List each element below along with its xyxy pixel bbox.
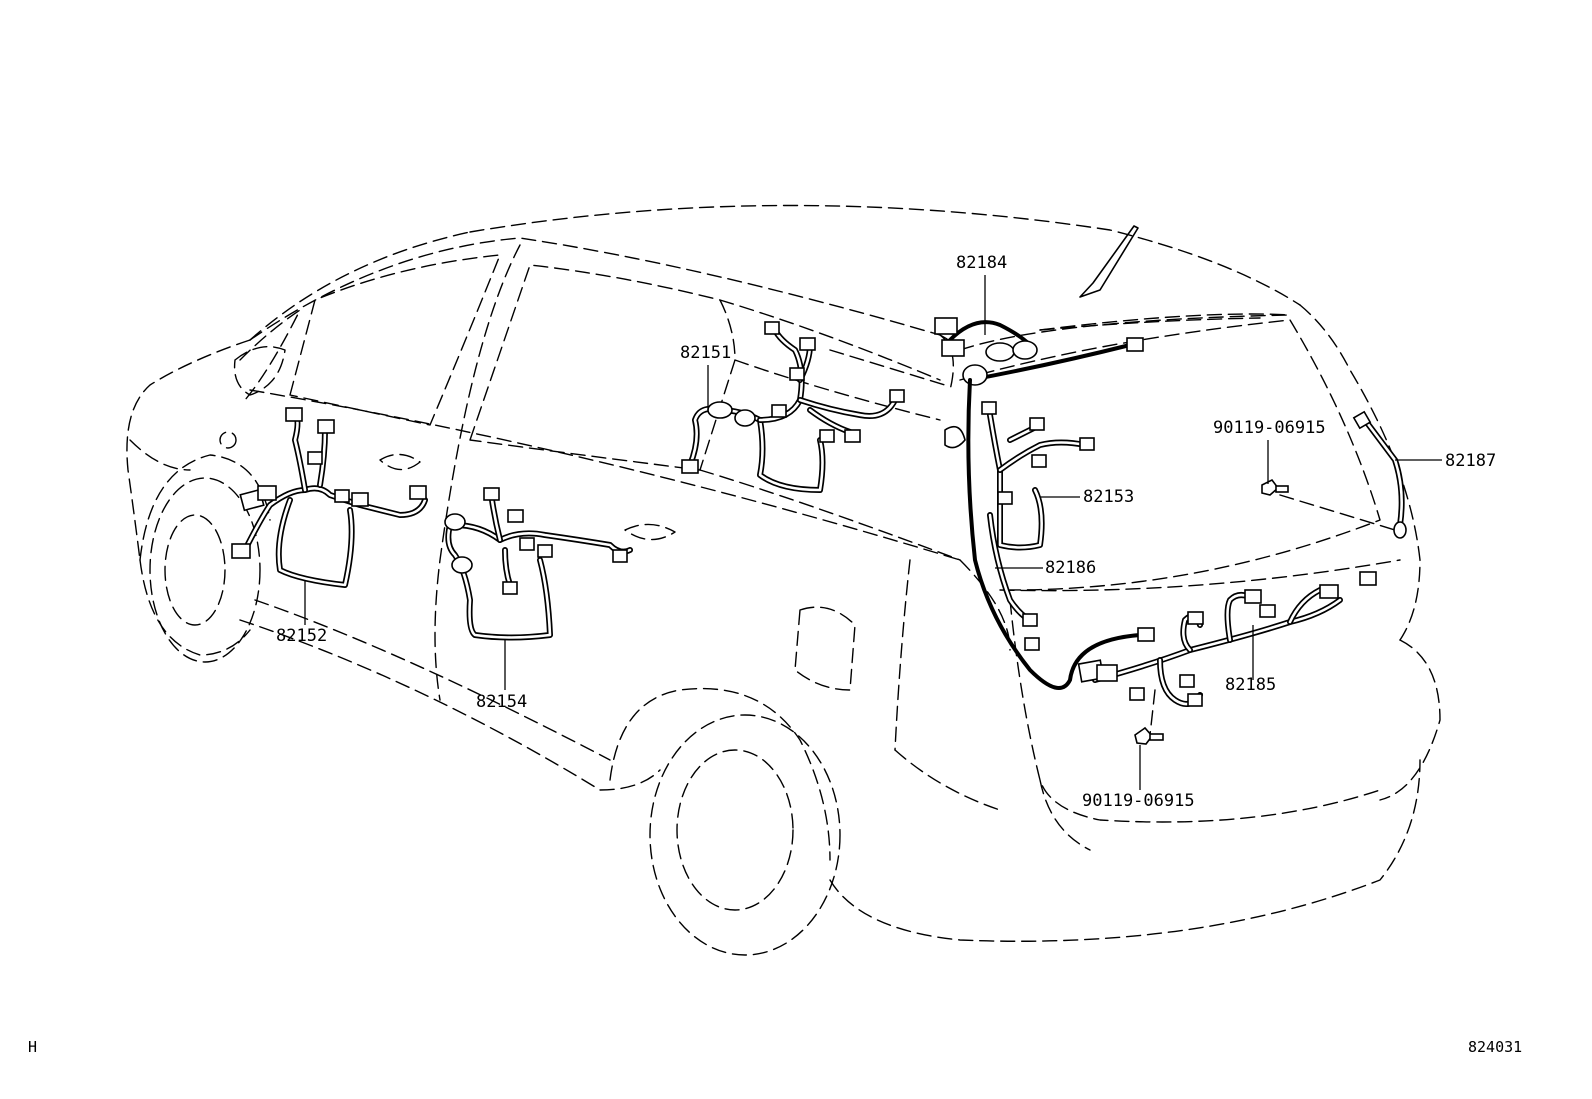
harness-82153 bbox=[944, 401, 1095, 551]
label-82152: 82152 bbox=[276, 626, 327, 646]
harness-82184 bbox=[934, 317, 1144, 386]
label-82186: 82186 bbox=[1045, 558, 1096, 578]
harness-82151 bbox=[681, 321, 905, 493]
label-bolt-upper: 90119-06915 bbox=[1213, 418, 1326, 438]
harness-82152 bbox=[231, 407, 428, 588]
label-bolt-lower: 90119-06915 bbox=[1082, 791, 1195, 811]
footer-left-code: H bbox=[28, 1038, 38, 1056]
harness-82154 bbox=[444, 487, 633, 641]
harness-82185 bbox=[1077, 571, 1377, 707]
leader-lines bbox=[304, 275, 1442, 790]
illustration-number: 824031 bbox=[1468, 1038, 1523, 1056]
label-82187: 82187 bbox=[1445, 451, 1496, 471]
label-82151: 82151 bbox=[680, 343, 731, 363]
part-labels: 82184 82151 82153 82186 82187 82185 8215… bbox=[276, 253, 1496, 811]
label-82153: 82153 bbox=[1083, 487, 1134, 507]
label-82185: 82185 bbox=[1225, 675, 1276, 695]
harness-82186 bbox=[966, 378, 1155, 690]
bolt-lower bbox=[1134, 726, 1164, 745]
bolt-upper bbox=[1261, 478, 1289, 496]
label-82184: 82184 bbox=[956, 253, 1007, 273]
label-82154: 82154 bbox=[476, 692, 527, 712]
